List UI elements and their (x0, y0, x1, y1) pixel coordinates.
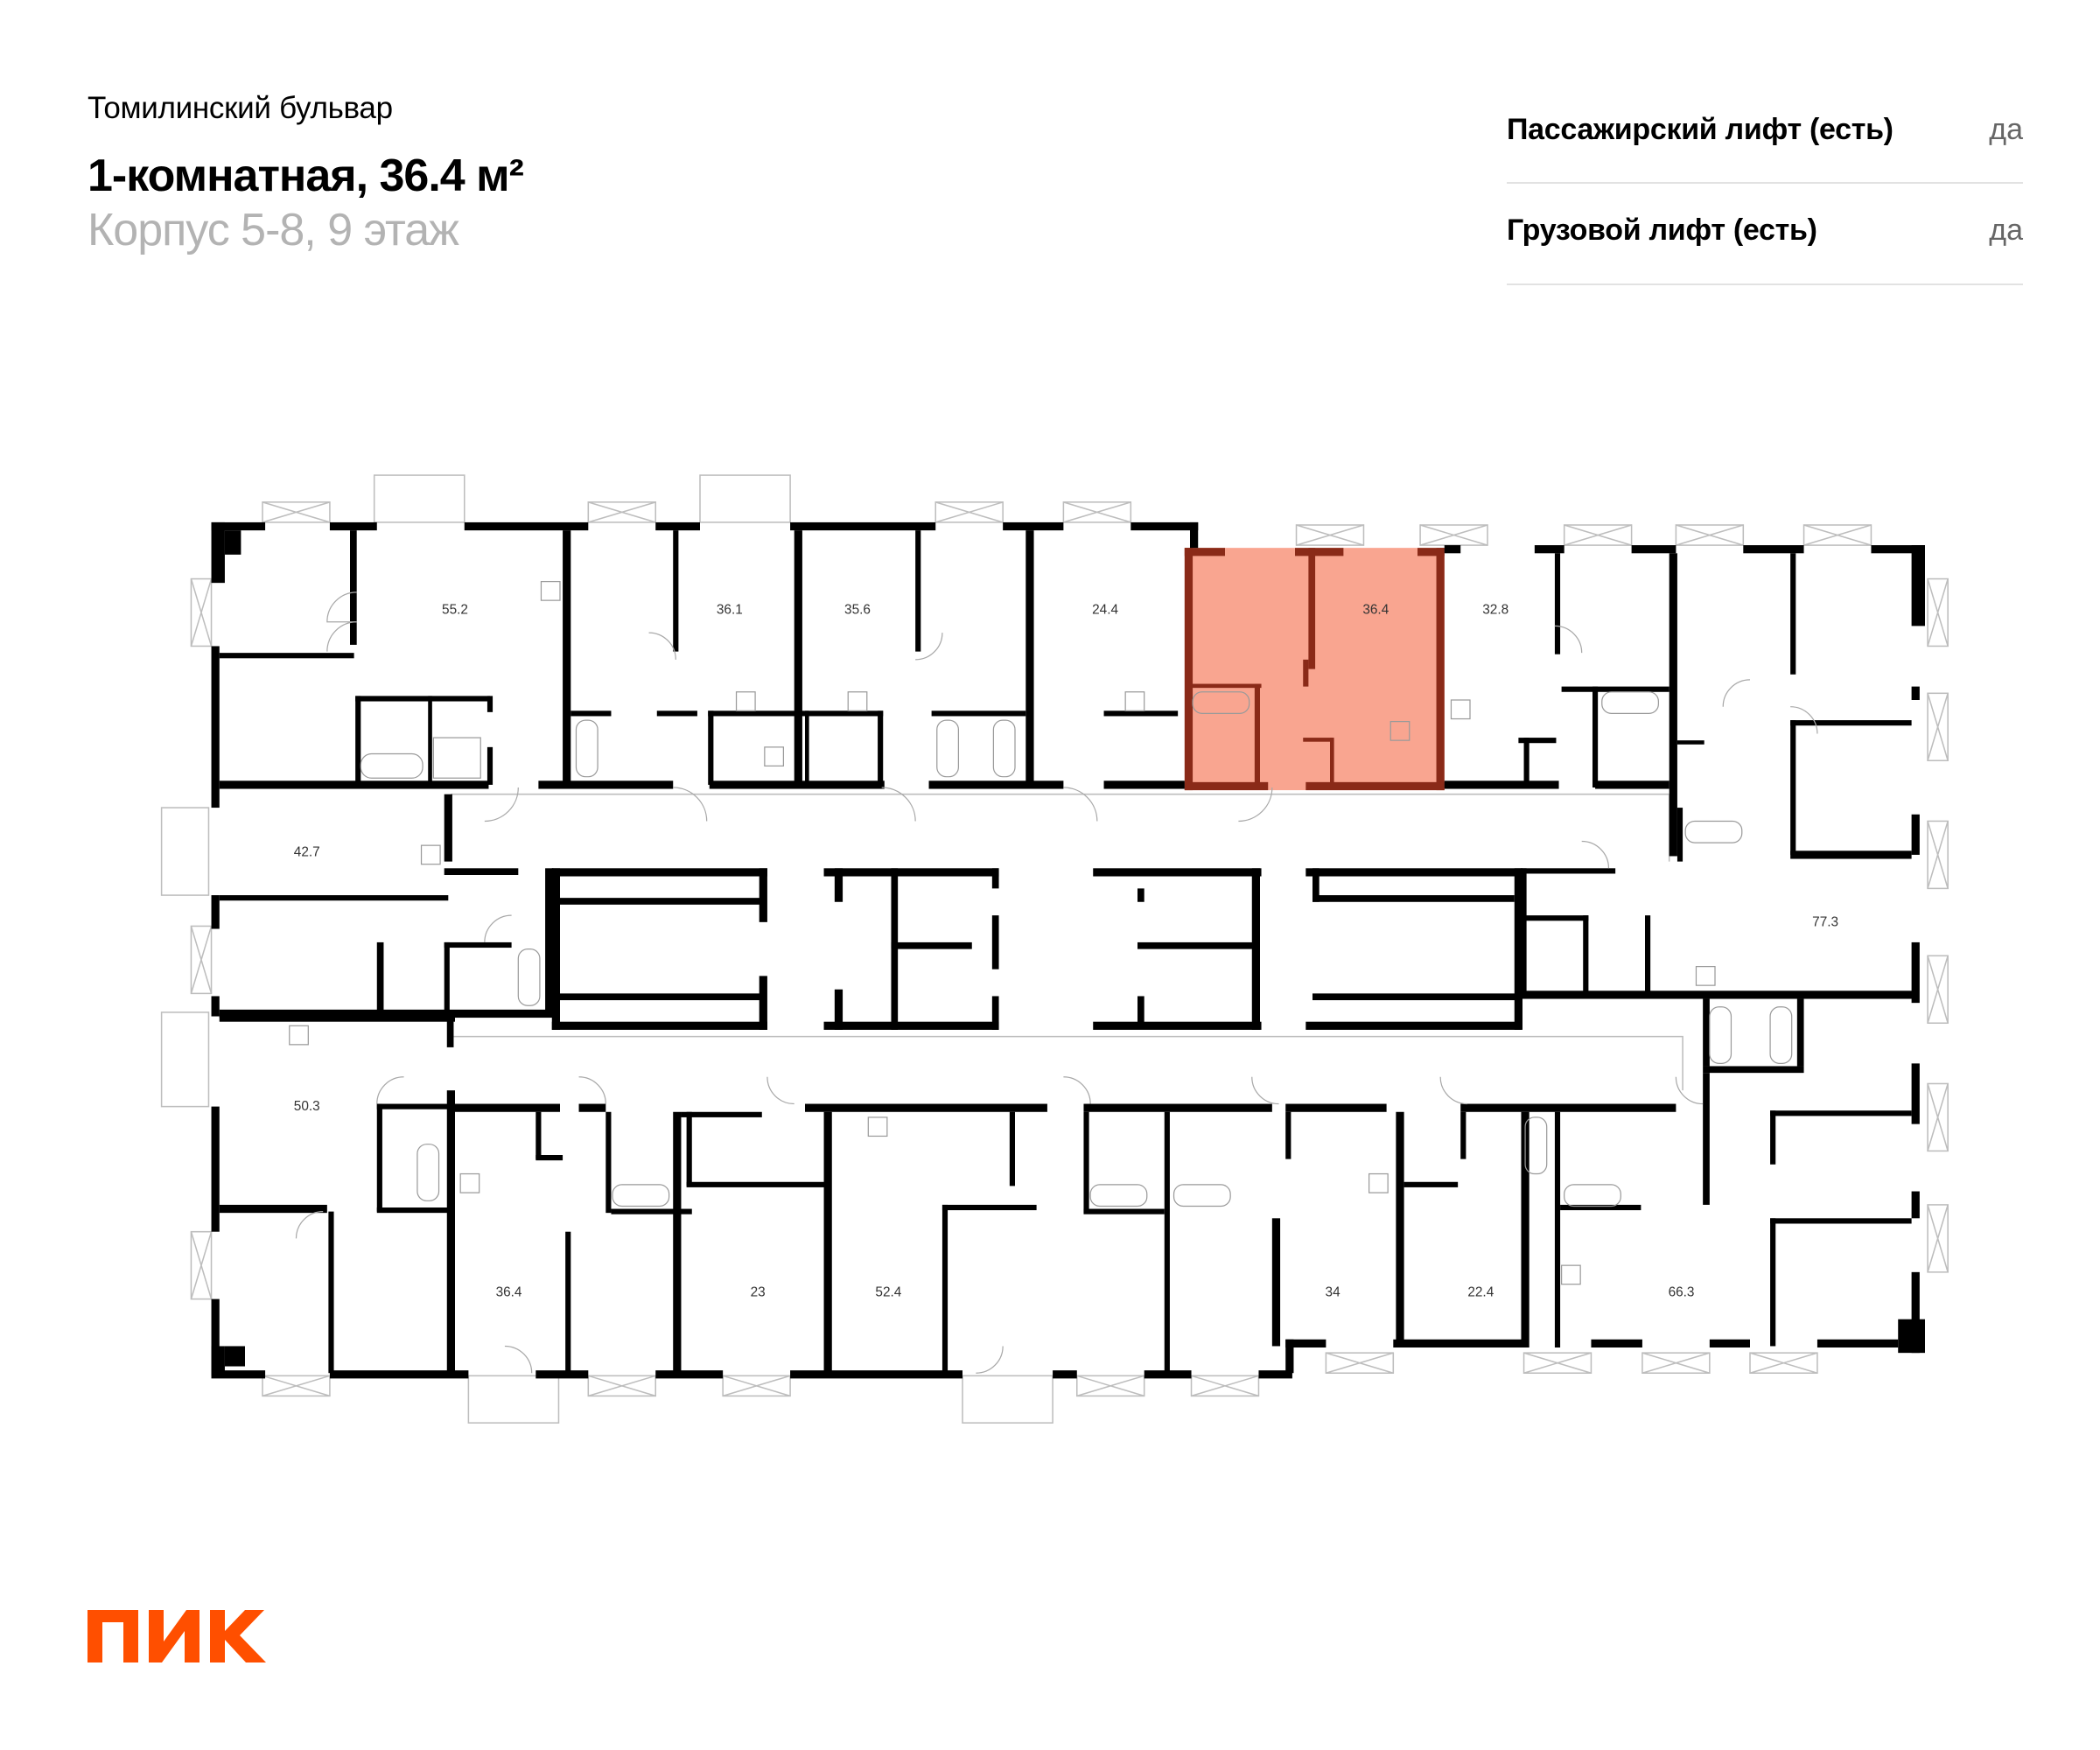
pik-logo (88, 1610, 266, 1662)
apartment-title: 1-комнатная, 36.4 м² (88, 150, 524, 201)
property-passenger-lift: Пассажирский лифт (есть) да (1507, 84, 2023, 184)
area-label: 66.3 (1669, 1285, 1695, 1300)
selected-apartment[interactable] (1184, 548, 1445, 791)
header: Томилинский бульвар 1-комнатная, 36.4 м²… (88, 88, 524, 257)
area-label: 23 (751, 1285, 766, 1300)
room-labels: 55.2 36.1 35.6 24.4 36.4 32.8 42.7 77.3 … (294, 603, 1838, 1300)
area-label: 36.1 (717, 603, 743, 618)
area-label: 55.2 (442, 603, 468, 618)
building-floor: Корпус 5-8, 9 этаж (88, 205, 459, 256)
project-name: Томилинский бульвар (88, 91, 393, 125)
area-label: 22.4 (1467, 1285, 1494, 1300)
area-label: 24.4 (1092, 603, 1118, 618)
area-label: 42.7 (294, 844, 320, 859)
doors (295, 592, 1818, 1374)
property-value: да (1989, 112, 2023, 146)
area-label-selected: 36.4 (1362, 603, 1389, 618)
property-label: Грузовой лифт (есть) (1507, 213, 1817, 247)
area-label: 50.3 (294, 1099, 320, 1114)
property-value: да (1989, 213, 2023, 247)
properties-list: Пассажирский лифт (есть) да Грузовой лиф… (1507, 84, 2023, 285)
property-label: Пассажирский лифт (есть) (1507, 112, 1894, 146)
area-label: 34 (1326, 1285, 1341, 1300)
walls (211, 522, 1925, 1379)
windows (160, 474, 1949, 1424)
area-label: 52.4 (875, 1285, 901, 1300)
fixtures (289, 581, 1793, 1285)
area-label: 32.8 (1482, 603, 1508, 618)
area-label: 77.3 (1812, 914, 1838, 929)
property-freight-lift: Грузовой лифт (есть) да (1507, 184, 2023, 285)
area-label: 36.4 (496, 1285, 522, 1300)
area-label: 35.6 (844, 603, 871, 618)
